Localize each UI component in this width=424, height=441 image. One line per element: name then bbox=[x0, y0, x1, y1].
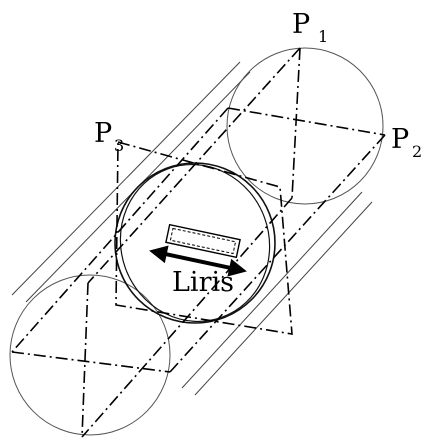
label-p2: P 2 bbox=[391, 124, 422, 161]
bottom-end-circle bbox=[9, 274, 171, 436]
plane-p1-line-b bbox=[87, 47, 301, 284]
label-p3: P 3 bbox=[94, 118, 124, 155]
label-p2-main: P bbox=[391, 124, 409, 155]
liris-label: Liris bbox=[172, 267, 234, 298]
liris-arrow bbox=[149, 245, 247, 277]
label-p2-sub: 2 bbox=[412, 142, 422, 161]
iris-slot bbox=[165, 223, 241, 259]
plane-p1-line-a bbox=[291, 47, 301, 199]
plane-p2-line-b bbox=[169, 134, 386, 373]
dash-dot-planes bbox=[11, 47, 386, 438]
middle-section-circle bbox=[114, 162, 276, 324]
plane-p1-line-d bbox=[81, 282, 89, 438]
plane-p2-line-d bbox=[11, 351, 171, 373]
label-p3-main: P bbox=[94, 118, 112, 149]
top-end-circle bbox=[226, 47, 384, 205]
plane-p2-line-c bbox=[11, 107, 229, 353]
cylinder-edge-outer-left bbox=[11, 61, 241, 296]
label-p1: P 1 bbox=[292, 9, 328, 46]
label-p3-sub: 3 bbox=[114, 136, 124, 155]
plane-p1-line-c bbox=[81, 197, 293, 438]
plane-p3-outline bbox=[115, 140, 293, 335]
plane-p2-line-a bbox=[227, 107, 386, 136]
cylinder-edge-outer-right bbox=[194, 201, 373, 396]
label-p1-sub: 1 bbox=[318, 27, 328, 46]
cylinder-edge-inner-right bbox=[181, 191, 363, 389]
label-p1-main: P bbox=[292, 9, 310, 40]
cylinder-body bbox=[11, 61, 373, 396]
